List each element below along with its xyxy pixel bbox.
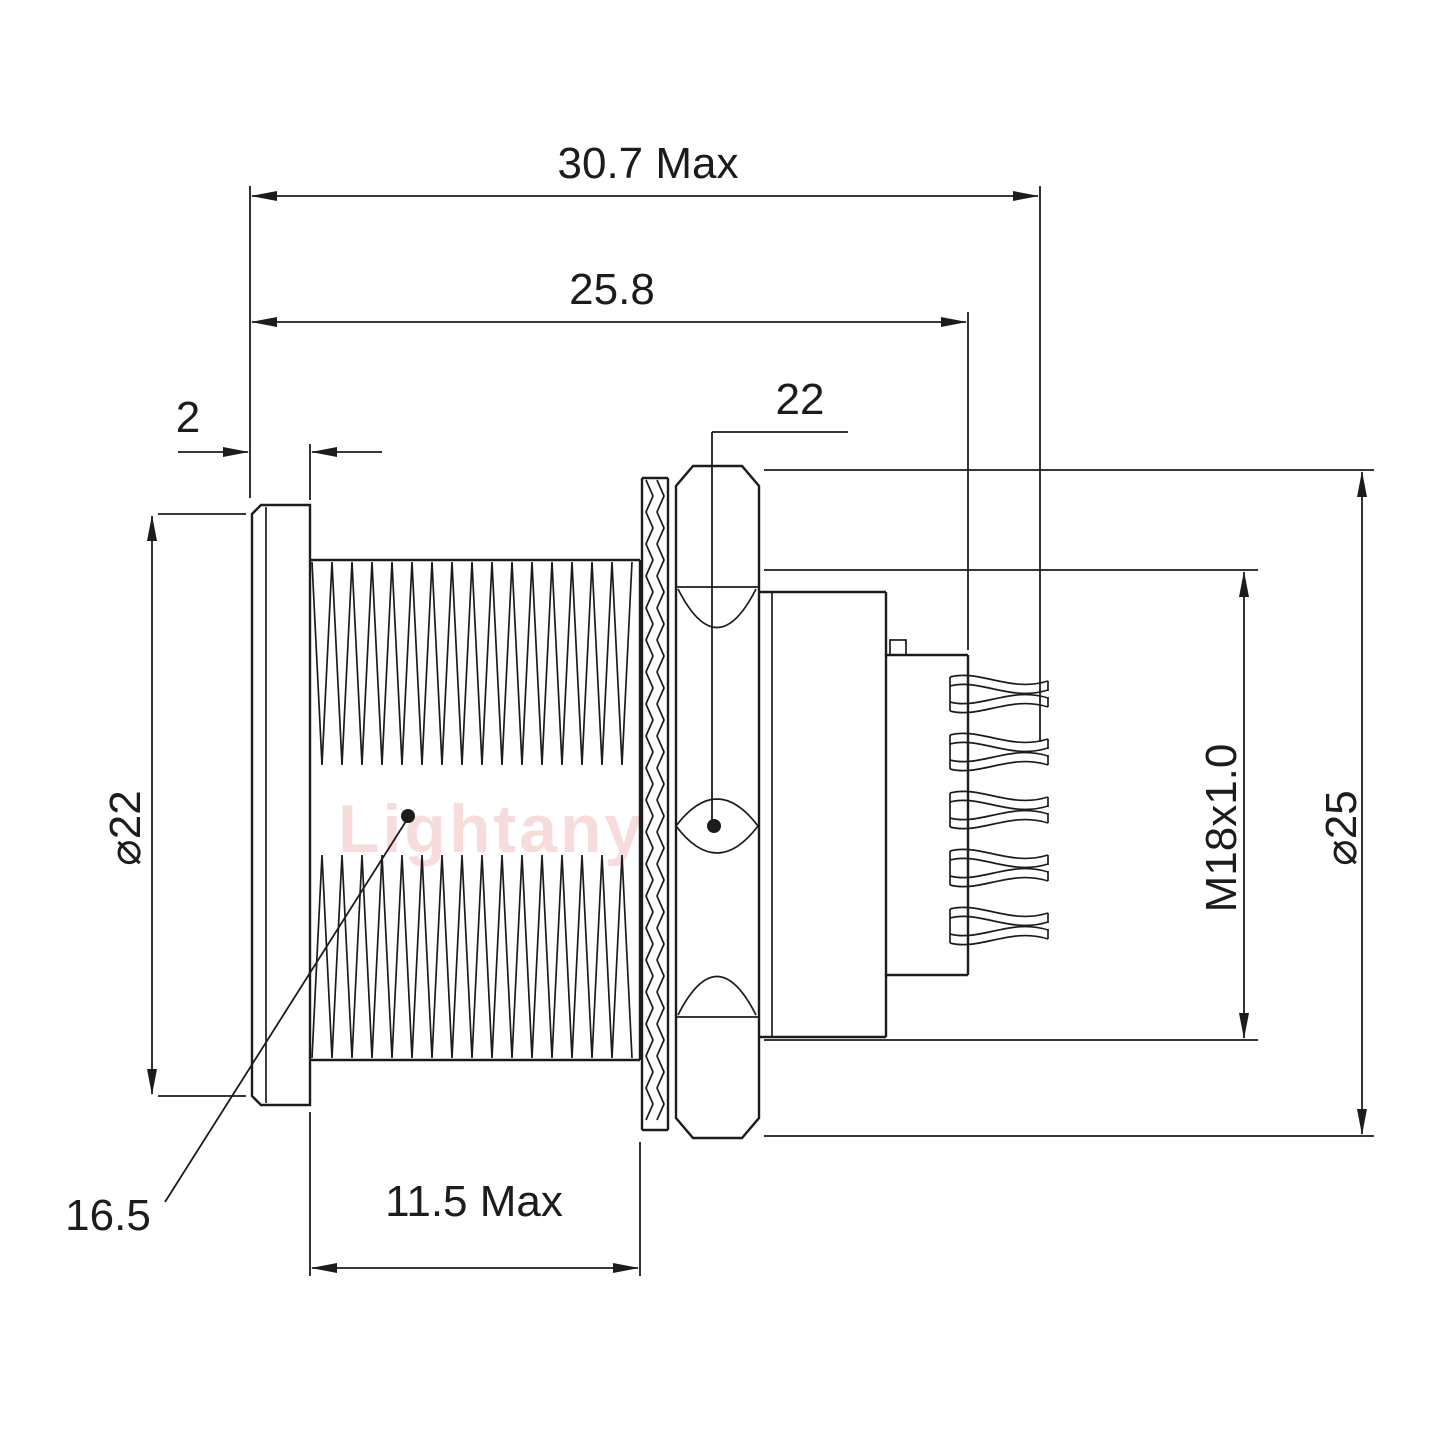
dimension-label-nut-flats: 22 <box>776 375 825 424</box>
pin-contact <box>949 906 1049 946</box>
hex-nut-outline <box>674 464 761 1140</box>
dim-rear-length: 25.8 <box>251 265 969 650</box>
washer-serration-right <box>656 479 665 1121</box>
thread-reference-dot <box>401 809 415 823</box>
leader-line <box>164 817 409 1203</box>
threaded-barrel <box>310 558 642 1062</box>
hex-nut-chamfer-arc-top <box>677 588 757 629</box>
dimension-label-total-length: 30.7 Max <box>558 139 739 188</box>
thread-top-profile <box>311 561 633 766</box>
watermark-text: Lightany <box>338 791 645 867</box>
connector-part <box>250 464 1049 1140</box>
lock-washer <box>640 476 670 1132</box>
hex-nut <box>674 464 761 1140</box>
dimension-label-flange-thickness: 2 <box>176 393 200 442</box>
pin-contact <box>949 848 1049 888</box>
dimension-label-barrel-length: 11.5 Max <box>385 1177 563 1226</box>
dim-nut-diameter: ⌀25 <box>764 469 1374 1137</box>
dim-thread-spec: M18x1.0 <box>764 569 1258 1041</box>
hex-nut-chamfer-arc-bottom <box>677 975 757 1016</box>
flange <box>250 503 312 1107</box>
alignment-key <box>889 639 907 656</box>
dim-flange-diameter: ⌀22 <box>101 513 246 1097</box>
nut-reference-dot <box>707 819 721 833</box>
thread-bottom-profile <box>311 854 633 1059</box>
dimension-label-thread-length: 16.5 <box>65 1191 151 1240</box>
dimension-label-nut-diameter: ⌀25 <box>1317 790 1366 865</box>
washer-serration-left <box>645 479 654 1121</box>
pin-contact <box>949 732 1049 772</box>
solder-contacts <box>949 674 1049 946</box>
flange-outline <box>250 503 312 1107</box>
dim-flange-thickness: 2 <box>176 393 382 500</box>
dim-barrel-length: 11.5 Max <box>309 1112 641 1276</box>
dim-total-length: 30.7 Max <box>249 139 1041 742</box>
dimension-label-flange-diameter: ⌀22 <box>101 790 150 865</box>
watermark: Lightany <box>338 791 645 867</box>
dimension-label-thread-spec: M18x1.0 <box>1197 744 1246 913</box>
dimension-label-rear-length: 25.8 <box>569 265 655 314</box>
rear-body <box>760 590 970 1039</box>
pin-contact <box>949 790 1049 830</box>
dim-nut-flats: 22 <box>711 375 848 820</box>
dim-thread-ref: 16.5 <box>65 817 409 1240</box>
pin-contact <box>949 674 1049 714</box>
hex-nut-chamfer-lens <box>675 798 760 854</box>
dimensions: 30.7 Max 25.8 22 2 ⌀22 M <box>65 139 1374 1276</box>
